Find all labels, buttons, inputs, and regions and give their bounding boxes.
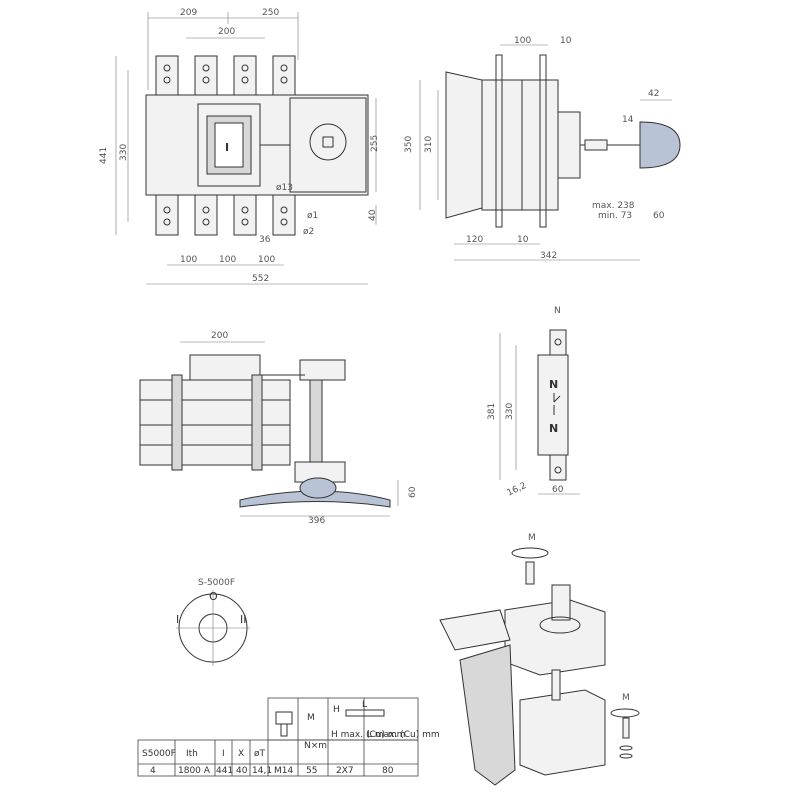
side-mount [557, 111, 581, 179]
busbar-icon [345, 709, 385, 717]
th-h: H max. (Cu) mm [331, 730, 405, 740]
dim-42: 42 [648, 89, 659, 99]
dim-396: 396 [308, 516, 325, 526]
handle-symbol: I [225, 141, 229, 154]
dial-pos-off: O [209, 590, 218, 603]
terminal-top-2 [194, 55, 218, 97]
top-operator-head [299, 359, 346, 381]
dim-255: 255 [370, 135, 380, 152]
terminal-bottom-2 [194, 194, 218, 236]
terminal-top-3 [233, 55, 257, 97]
dim-pitch-1: 100 [180, 255, 197, 265]
dim-350: 350 [404, 136, 414, 153]
torque-m-icon: M [307, 713, 315, 723]
dim-max: max. 238 [592, 201, 635, 211]
td-h: 2X7 [336, 766, 354, 776]
busbar-l-icon: L [362, 700, 367, 710]
th-model: S5000F [142, 749, 176, 759]
torque-nm-icon: N×m [304, 741, 327, 751]
exploded-view: M M [439, 533, 640, 786]
exploded-lower-block [519, 689, 606, 776]
side-handle [639, 121, 681, 169]
dim-top-200: 200 [211, 331, 228, 341]
terminal-bottom-3 [233, 194, 257, 236]
dim-side-60: 60 [653, 211, 665, 221]
th-t: øT [254, 749, 266, 759]
dim-d13: ø13 [276, 183, 293, 193]
dim-b10: 10 [517, 235, 529, 245]
dim-342: 342 [540, 251, 557, 261]
terminal-bottom-1 [155, 194, 179, 236]
dim-16: 16,2 [506, 481, 528, 499]
operator-box [289, 97, 367, 193]
neutral-body [537, 354, 569, 456]
exploded-m-right: M [622, 693, 630, 703]
dim-n60: 60 [552, 485, 564, 495]
td-i: 441 [216, 766, 233, 776]
top-view: 200 396 60 [139, 331, 418, 526]
dim-top-60: 60 [408, 486, 418, 498]
dim-40: 40 [368, 209, 378, 221]
top-body [139, 379, 291, 466]
terminal-bottom-4 [272, 194, 296, 236]
dim-200: 200 [218, 27, 235, 37]
dim-381: 381 [487, 403, 497, 420]
th-i: I [222, 749, 225, 759]
dim-d2: ø2 [303, 227, 314, 237]
top-handle [239, 490, 391, 508]
dim-209: 209 [180, 8, 197, 18]
bolt-icon [275, 711, 293, 725]
th-x: X [238, 749, 244, 759]
neutral-label: N [554, 306, 561, 316]
terminal-top-4 [272, 55, 296, 97]
td-x: 40 [236, 766, 248, 776]
exploded-post [459, 644, 516, 786]
dim-min: min. 73 [598, 211, 632, 221]
operator-shaft [309, 123, 347, 161]
exploded-bracket [439, 609, 511, 651]
td-l: 80 [382, 766, 394, 776]
busbar-h-icon: H [333, 705, 340, 715]
dim-n330: 330 [505, 403, 515, 420]
dial-model: S-5000F [198, 578, 235, 588]
side-handle-cover [445, 71, 483, 219]
dim-36: 36 [259, 235, 271, 245]
th-l: L max. (Cu) mm [367, 730, 440, 740]
terminal-top-1 [155, 55, 179, 97]
td-t: 14,1 [252, 766, 272, 776]
td-model: 4 [150, 766, 156, 776]
dim-side-100: 100 [514, 36, 531, 46]
neutral-symbol-bottom: N [549, 422, 558, 435]
side-shaft [584, 139, 608, 151]
exploded-m-top: M [528, 533, 536, 543]
dim-441: 441 [99, 147, 109, 164]
spec-table: M N×m H L S5000F Ith I X øT H max. (Cu) … [137, 697, 440, 777]
dim-310: 310 [424, 136, 434, 153]
dim-pitch-2: 100 [219, 255, 236, 265]
dial-pos-one: I [176, 613, 179, 626]
dim-side-10: 10 [560, 36, 572, 46]
neutral-symbol-top: N [549, 378, 558, 391]
dial-view: S-5000F O I II [176, 578, 250, 666]
dim-250: 250 [262, 8, 279, 18]
td-bolt: M14 [274, 766, 293, 776]
th-ith: Ith [186, 749, 198, 759]
td-ith: 1800 A [178, 766, 211, 776]
neutral-view: N N N 381 330 16,2 60 [487, 306, 580, 499]
dim-552: 552 [252, 274, 269, 284]
dim-pitch-3: 100 [258, 255, 275, 265]
td-torque: 55 [306, 766, 317, 776]
side-view: 100 10 14 42 350 310 max. 238 min. 73 60… [404, 36, 681, 261]
front-view: 209 250 200 I 441 330 [99, 8, 380, 285]
dim-330: 330 [119, 144, 129, 161]
dim-d1: ø1 [307, 211, 318, 221]
dim-120: 120 [466, 235, 483, 245]
dim-d14: 14 [622, 115, 634, 125]
dial-pos-two: II [240, 613, 247, 626]
